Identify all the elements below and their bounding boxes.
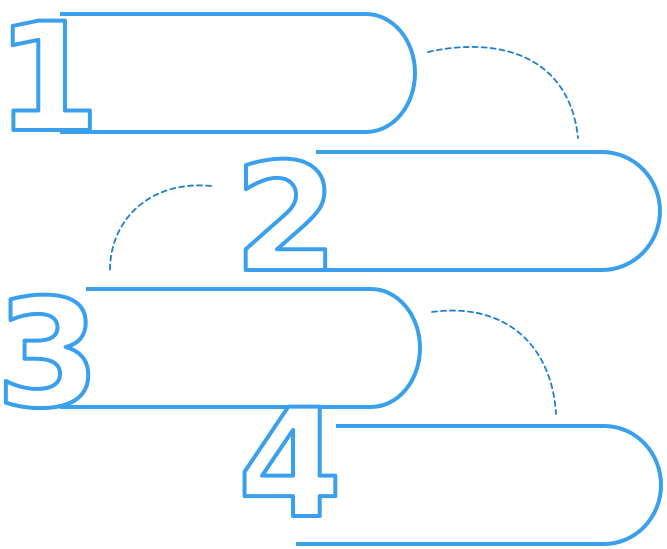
connector-2-3 <box>109 184 212 271</box>
step-1-number: 1 <box>0 0 100 166</box>
step-1: 1 <box>0 0 417 168</box>
step-3-number: 3 <box>0 268 100 442</box>
step-3-box <box>60 287 422 409</box>
step-2: 2 <box>232 130 662 308</box>
step-2-box <box>316 150 662 272</box>
step-4: 4 <box>236 376 663 549</box>
step-4-box <box>296 424 663 546</box>
connector-3-4 <box>431 309 557 415</box>
step-1-box <box>60 12 417 134</box>
step-2-number: 2 <box>234 132 338 306</box>
step-4-number: 4 <box>238 378 342 549</box>
step-3: 3 <box>0 266 422 444</box>
connector-1-2 <box>427 46 579 139</box>
